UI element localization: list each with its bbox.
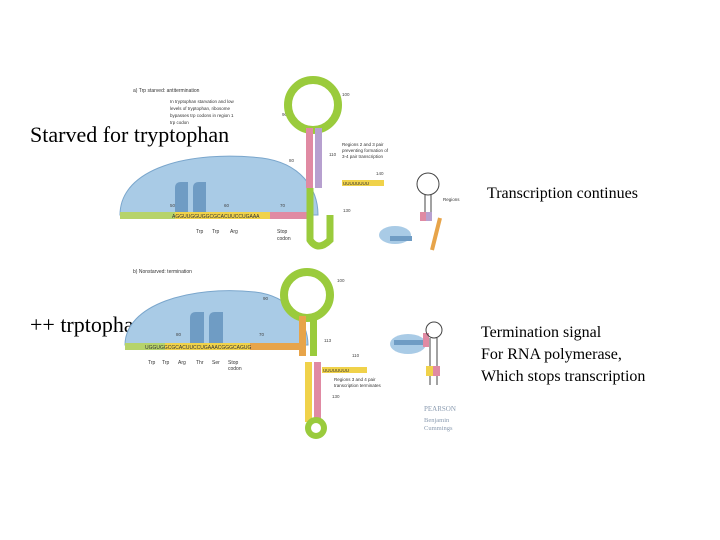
stem-a-region2 xyxy=(306,128,313,188)
note-a-3: 3-4 pair transcription xyxy=(342,154,384,159)
strand-b-right xyxy=(322,367,367,373)
stop-a-2: codon xyxy=(277,236,291,242)
num-b-100: 100 xyxy=(337,278,345,283)
codon-a-1: Trp xyxy=(196,229,204,235)
num-a-70: 70 xyxy=(280,203,286,208)
term-line-1: Termination signal xyxy=(481,324,602,341)
num-b-70: 70 xyxy=(259,332,265,337)
num-a-100: 100 xyxy=(342,92,350,97)
stem-b-region3b xyxy=(305,362,312,422)
stem-a-region3 xyxy=(315,128,322,188)
panel-a: a) Trp starved: antitermination In trypt… xyxy=(119,76,460,251)
codon-b-4: Thr xyxy=(196,360,204,366)
mrna-b-region2 xyxy=(250,343,300,350)
stop-b-2: codon xyxy=(228,366,242,372)
codon-a-2: Trp xyxy=(212,229,220,235)
regions-label: Regions xyxy=(443,197,460,202)
num-b-110: 110 xyxy=(352,353,360,358)
codon-b-6: Stop xyxy=(228,360,239,366)
stem-b-region4 xyxy=(314,362,321,422)
tail-a xyxy=(306,188,334,250)
mini-schematic-a: Regions xyxy=(379,172,460,251)
strand-a-right xyxy=(342,180,384,186)
seq-a-right: UUUUUUUU xyxy=(343,181,369,186)
trna-b-2 xyxy=(209,312,223,345)
num-b-130: 130 xyxy=(332,394,340,399)
label-starved-for-tryptophan: Starved for tryptophan xyxy=(30,122,230,147)
mrna-a-region2 xyxy=(270,212,310,219)
num-b-90: 90 xyxy=(263,296,269,301)
codon-b-3: Arg xyxy=(178,360,186,366)
mrna-b-region1 xyxy=(165,343,250,350)
num-a-130: 130 xyxy=(343,208,351,213)
codon-b-2: Trp xyxy=(162,360,170,366)
note-a-2: preventing formation of xyxy=(342,148,389,153)
num-a-60: 60 xyxy=(224,203,230,208)
term-line-3: Which stops transcription xyxy=(481,368,646,385)
note-b-2: transcription terminates xyxy=(334,383,382,388)
mrna-a-leader xyxy=(120,212,175,219)
mini-schematic-b xyxy=(390,321,443,385)
num-a-110: 110 xyxy=(329,152,337,157)
codon-b-5: Ser xyxy=(212,360,220,366)
seq-b-main: UGGUGGCGCACUUCCUGAAACGGGCAGUG xyxy=(145,345,252,351)
num-a-140: 140 xyxy=(376,171,384,176)
note-a-1: Regions 2 and 3 pair xyxy=(342,142,384,147)
seq-a-main: AGGUUGGUGGCGCACUUCCUGAAA xyxy=(172,214,260,220)
loop-b-3-4 xyxy=(305,417,327,439)
num-a-50: 50 xyxy=(170,203,176,208)
trna-b-1 xyxy=(190,312,204,345)
num-b-80: 80 xyxy=(176,332,182,337)
publisher-line2: Benjamin xyxy=(424,417,450,424)
mrna-a-region1 xyxy=(175,212,270,219)
stem-b-region3 xyxy=(310,316,317,356)
publisher-line1: PEARSON xyxy=(424,405,456,413)
stem-b-region2 xyxy=(299,316,306,356)
trna-a-2 xyxy=(193,182,206,215)
panel-b: b) Nonstarved: termination UGGUGGCGCACUU… xyxy=(124,268,443,439)
seq-b-right: UUUUUUUU xyxy=(323,368,349,373)
panel-a-caption-4: trp codon xyxy=(170,120,189,125)
ribosome-a xyxy=(119,155,319,216)
label-plus-tryptophan: ++ trptophan xyxy=(30,312,145,337)
panel-a-heading: a) Trp starved: antitermination xyxy=(133,88,200,94)
stop-a-1: Stop xyxy=(277,229,288,235)
publisher-logo: PEARSON Benjamin Cummings xyxy=(424,405,456,432)
num-b-113: 113 xyxy=(324,338,332,343)
panel-b-heading: b) Nonstarved: termination xyxy=(133,269,192,275)
codon-a-3: Arg xyxy=(230,229,238,235)
term-line-2: For RNA polymerase, xyxy=(481,346,622,363)
num-a-90: 90 xyxy=(282,112,288,117)
panel-a-caption-3: bypasses trp codons in region 1 xyxy=(170,113,234,118)
loop-a-2-3 xyxy=(284,76,342,134)
trna-a-1 xyxy=(175,182,188,215)
codon-b-1: Trp xyxy=(148,360,156,366)
label-termination-signal: Termination signal For RNA polymerase, W… xyxy=(481,322,711,388)
mrna-b-leader xyxy=(125,343,165,350)
publisher-line3: Cummings xyxy=(424,425,453,432)
loop-b-2-3 xyxy=(280,268,334,322)
label-transcription-continues: Transcription continues xyxy=(487,185,638,202)
panel-a-caption-2: levels of tryptophan, ribosome xyxy=(170,106,231,111)
panel-a-caption-1: In tryptophan starvation and low xyxy=(170,99,235,104)
note-b-1: Regions 3 and 4 pair xyxy=(334,377,376,382)
num-a-80: 80 xyxy=(289,158,295,163)
